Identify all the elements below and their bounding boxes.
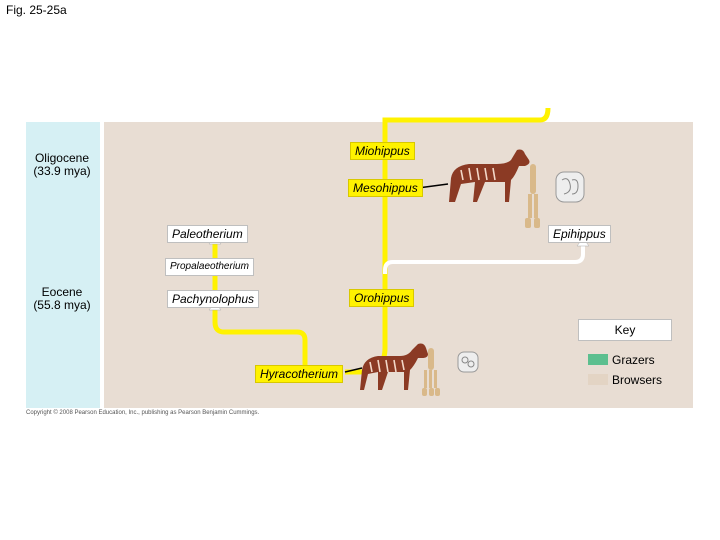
epoch-date-eocene: (55.8 mya)	[17, 299, 107, 312]
taxon-mesohippus: Mesohippus	[348, 179, 423, 197]
epoch-date-oligocene: (33.9 mya)	[17, 165, 107, 178]
key-title: Key	[578, 319, 672, 341]
mesohippus-tooth	[556, 172, 584, 202]
hyracotherium-tooth	[458, 352, 478, 372]
mesohippus-leg-bones	[525, 164, 540, 228]
mesohippus-horse-illustration	[449, 150, 530, 203]
taxon-pachynolophus: Pachynolophus	[167, 290, 259, 308]
taxon-epihippus: Epihippus	[548, 225, 611, 243]
taxon-paleotherium: Paleotherium	[167, 225, 248, 243]
taxon-miohippus: Miohippus	[350, 142, 415, 160]
hyracotherium-horse-illustration	[360, 344, 428, 391]
taxon-hyracotherium: Hyracotherium	[255, 365, 343, 383]
key-label-browsers: Browsers	[612, 373, 662, 387]
lineage-line-pachynolophus	[215, 308, 305, 372]
copyright-notice: Copyright © 2008 Pearson Education, Inc.…	[26, 410, 259, 416]
branch-line-epihippus	[385, 244, 583, 274]
key-swatch-grazers	[588, 354, 608, 365]
epoch-label-oligocene: Oligocene (33.9 mya)	[17, 152, 107, 178]
taxon-propalaeotherium: Propalaeotherium	[165, 258, 254, 276]
key-label-grazers: Grazers	[612, 353, 655, 367]
epoch-label-eocene: Eocene (55.8 mya)	[17, 286, 107, 312]
taxon-orohippus: Orohippus	[349, 289, 414, 307]
key-swatch-browsers	[588, 374, 608, 385]
